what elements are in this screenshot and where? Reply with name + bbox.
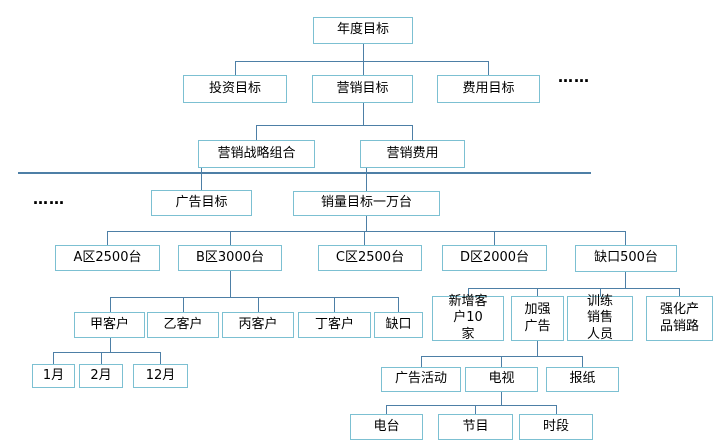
node-marketing-expense: 营销费用 [360, 140, 465, 168]
node-expense-goal: 费用目标 [437, 75, 540, 103]
node-strengthen-advertising: 加强广告 [511, 296, 564, 341]
node-newspaper: 报纸 [546, 367, 619, 392]
node-tv: 电视 [465, 367, 538, 392]
node-new-customers: 新增客户10家 [432, 294, 504, 342]
node-region-d: D区2000台 [442, 245, 547, 271]
node-customer-ding: 丁客户 [298, 312, 371, 338]
ellipsis-left: …… [33, 190, 65, 208]
node-month-feb: 2月 [79, 364, 123, 388]
node-region-a: A区2500台 [55, 245, 160, 271]
ellipsis-top-right: …… [558, 68, 590, 86]
node-customer-jia: 甲客户 [74, 312, 145, 338]
node-marketing-goal: 营销目标 [312, 75, 413, 103]
node-sales-goal-10k: 销量目标一万台 [293, 191, 440, 216]
node-customer-bing: 丙客户 [222, 312, 294, 338]
node-strengthen-product-channels: 强化产品销路 [646, 296, 713, 341]
node-region-b: B区3000台 [178, 245, 282, 271]
node-program: 节目 [438, 414, 513, 440]
node-radio: 电台 [350, 414, 423, 440]
node-gap-500: 缺口500台 [575, 245, 677, 272]
node-marketing-strategy-mix: 营销战略组合 [198, 140, 315, 168]
node-region-c: C区2500台 [318, 245, 422, 271]
node-customer-yi: 乙客户 [147, 312, 219, 338]
node-advertising-goal: 广告目标 [151, 190, 252, 216]
node-month-dec: 12月 [133, 364, 188, 388]
node-train-salespeople: 训练销售人员 [567, 294, 633, 342]
node-time-slot: 时段 [519, 414, 593, 440]
node-ad-campaign: 广告活动 [381, 367, 461, 392]
node-investment-goal: 投资目标 [183, 75, 287, 103]
node-annual-goal: 年度目标 [313, 17, 413, 44]
node-gap: 缺口 [374, 312, 423, 338]
node-month-jan: 1月 [32, 364, 75, 388]
